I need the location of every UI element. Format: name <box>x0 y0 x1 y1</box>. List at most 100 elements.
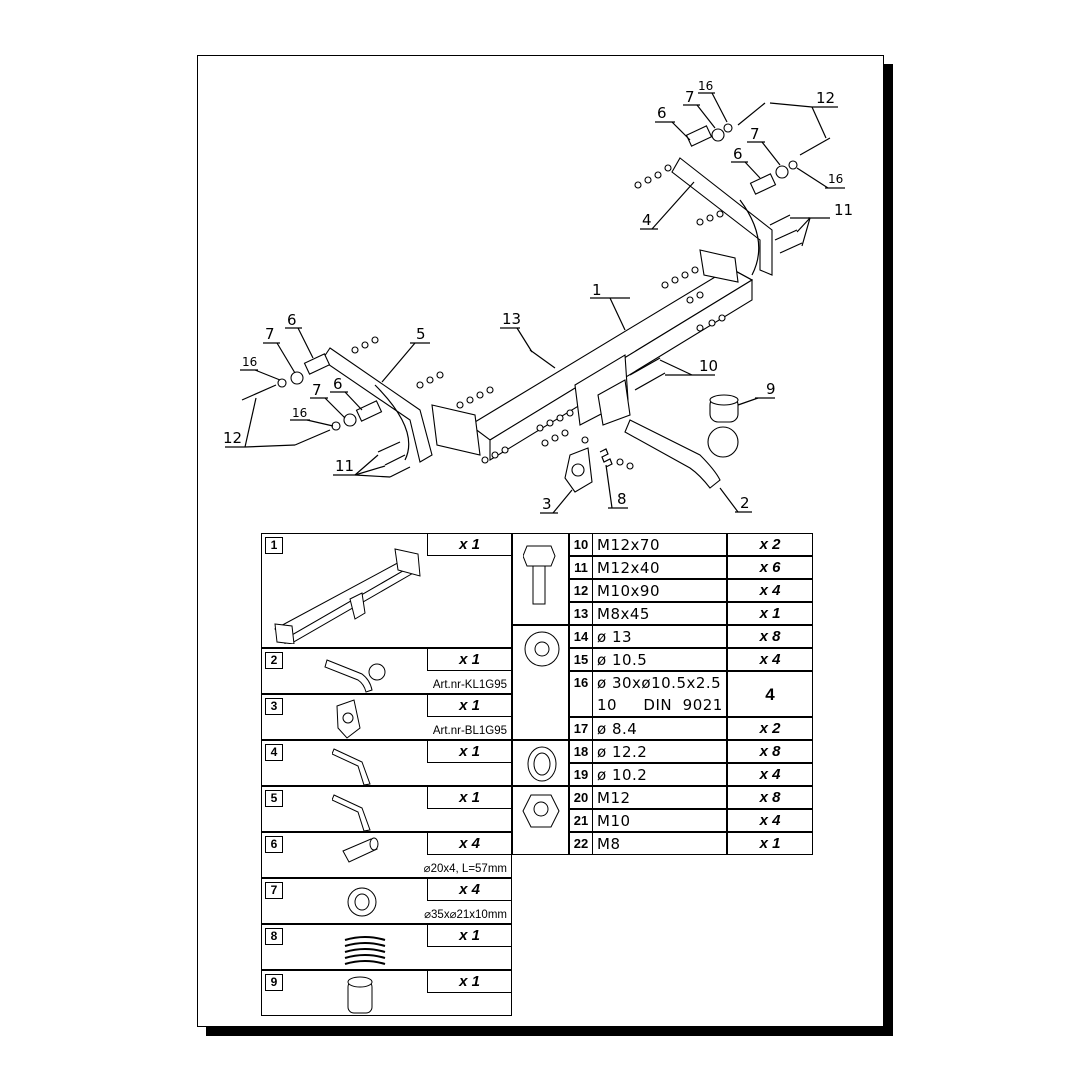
hardware-quantity: 4 <box>727 671 813 717</box>
callout-11-right: 11 <box>834 201 853 219</box>
callout-6-lower: 6 <box>333 375 343 393</box>
side-bracket-icon <box>332 794 371 832</box>
hardware-spec-line-1: ø 30xø10.5x2.5 <box>597 674 722 692</box>
part-quantity: x 4 <box>427 833 511 855</box>
hardware-quantity: x 4 <box>727 809 813 832</box>
part-quantity: x 1 <box>427 925 511 947</box>
hardware-quantity: x 2 <box>727 717 813 740</box>
callout-9: 9 <box>766 380 776 398</box>
part-number: 2 <box>265 652 283 669</box>
hardware-number: 13 <box>569 602 593 625</box>
hardware-number: 18 <box>569 740 593 763</box>
spacer-tube-icon <box>342 837 379 863</box>
hardware-spec: ø 8.4 <box>592 717 727 740</box>
ball-cap-icon <box>347 976 373 1014</box>
crossbar-part-1 <box>431 249 754 461</box>
part-quantity: x 1 <box>427 787 511 809</box>
hardware-quantity: x 4 <box>727 763 813 786</box>
spring-washer-icon <box>527 746 557 782</box>
hardware-quantity: x 1 <box>727 602 813 625</box>
callout-16-left: 16 <box>242 355 257 369</box>
nut-icon-cell <box>512 786 569 855</box>
callout-4: 4 <box>642 211 652 229</box>
hardware-number: 21 <box>569 809 593 832</box>
hardware-quantity: x 1 <box>727 832 813 855</box>
hardware-spec: ø 10.2 <box>592 763 727 786</box>
hardware-number: 12 <box>569 579 593 602</box>
hardware-quantity: x 8 <box>727 625 813 648</box>
hex-nut-icon <box>522 794 560 828</box>
ball-neck-part-2 <box>624 419 739 489</box>
hardware-spec: M8x45 <box>592 602 727 625</box>
part-row-8: 8 x 1 <box>261 924 512 970</box>
callout-5: 5 <box>416 325 426 343</box>
callout-7-lower: 7 <box>312 381 322 399</box>
bolts <box>241 102 831 478</box>
hardware-number: 16 <box>569 671 593 717</box>
part-row-5: 5 x 1 <box>261 786 512 832</box>
hardware-spec: M10 <box>592 809 727 832</box>
ball-neck-icon <box>324 659 386 693</box>
hardware-spec: ø 10.5 <box>592 648 727 671</box>
hardware-quantity: x 4 <box>727 648 813 671</box>
spring-icon <box>344 936 386 965</box>
hardware-quantity: x 4 <box>727 579 813 602</box>
hardware-number: 14 <box>569 625 593 648</box>
part-article-number: Art.nr-KL1G95 <box>432 679 507 691</box>
hardware-spec: M10x90 <box>592 579 727 602</box>
callout-12-left: 12 <box>223 429 242 447</box>
part-dimensions: ⌀20x4, L=57mm <box>423 863 507 875</box>
part-number: 7 <box>265 882 283 899</box>
callout-6-right: 6 <box>733 145 743 163</box>
part-number: 8 <box>265 928 283 945</box>
part-quantity: x 1 <box>427 695 511 717</box>
part-number: 4 <box>265 744 283 761</box>
part-row-2: 2 x 1 Art.nr-KL1G95 <box>261 648 512 694</box>
part-row-9: 9 x 1 <box>261 970 512 1016</box>
crossbar-icon <box>274 548 421 644</box>
nuts-and-washers <box>351 164 726 470</box>
callout-10: 10 <box>699 357 718 375</box>
callout-2: 2 <box>740 494 750 512</box>
hardware-spec: ø 13 <box>592 625 727 648</box>
hardware-number: 20 <box>569 786 593 809</box>
part-row-1: 1 x 1 <box>261 533 512 648</box>
part-number: 6 <box>265 836 283 853</box>
hardware-spec-line-2: 10 DIN 9021 <box>597 696 723 714</box>
callout-1: 1 <box>592 281 602 299</box>
hardware-spec: ø 30xø10.5x2.5 10 DIN 9021 <box>592 671 727 717</box>
callout-7-left: 7 <box>265 325 275 343</box>
hardware-quantity: x 8 <box>727 786 813 809</box>
callout-16-right: 16 <box>828 172 843 186</box>
callout-leaders <box>225 92 845 514</box>
hardware-number: 15 <box>569 648 593 671</box>
hardware-number: 11 <box>569 556 593 579</box>
callout-13: 13 <box>502 310 521 328</box>
bolt-icon-cell <box>512 533 569 625</box>
part-number: 1 <box>265 537 283 554</box>
callout-6-upper: 6 <box>657 104 667 122</box>
part-quantity: x 1 <box>427 649 511 671</box>
part-quantity: x 1 <box>427 741 511 763</box>
hardware-quantity: x 8 <box>727 740 813 763</box>
bolt-icon <box>523 545 556 605</box>
flat-washer-icon-cell <box>512 625 569 740</box>
part-number: 9 <box>265 974 283 991</box>
part-row-3: 3 x 1 Art.nr-BL1G95 <box>261 694 512 740</box>
spacers-and-washers <box>277 123 798 431</box>
hardware-number: 10 <box>569 533 593 556</box>
callout-7-right: 7 <box>750 125 760 143</box>
ball-cap-part-9 <box>709 394 739 423</box>
side-bracket-part-4 <box>671 157 773 276</box>
part-quantity: x 1 <box>427 534 511 556</box>
part-number: 3 <box>265 698 283 715</box>
part-number: 5 <box>265 790 283 807</box>
callout-12-upper: 12 <box>816 89 835 107</box>
part-dimensions: ⌀35x⌀21x10mm <box>424 909 507 921</box>
part-quantity: x 1 <box>427 971 511 993</box>
hardware-spec: M12x70 <box>592 533 727 556</box>
part-row-6: 6 x 4 ⌀20x4, L=57mm <box>261 832 512 878</box>
hardware-spec: ø 12.2 <box>592 740 727 763</box>
hardware-number: 17 <box>569 717 593 740</box>
